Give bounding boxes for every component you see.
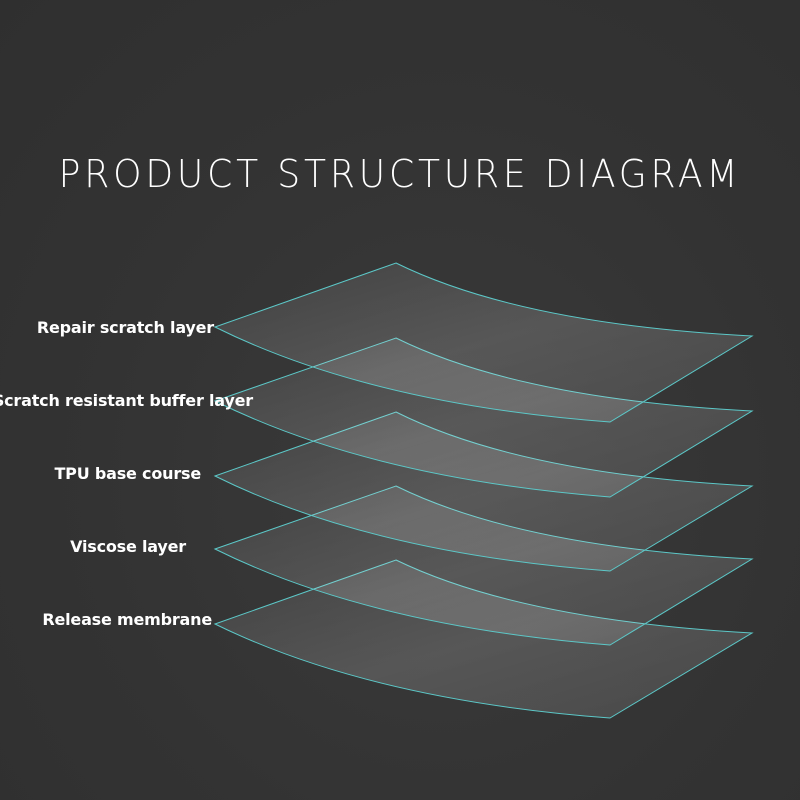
layer-label-viscose: Viscose layer	[70, 537, 186, 556]
sheet-repair-scratch-layer	[213, 262, 754, 423]
layer-label-repair-scratch: Repair scratch layer	[36, 318, 214, 337]
diagram-title: PRODUCT STRUCTURE DIAGRAM	[58, 152, 742, 196]
layer-label-tpu-base-course: TPU base course	[54, 464, 201, 483]
layer-label-release-membrane: Release membrane	[42, 610, 212, 629]
layer-label-scratch-resistant-buffer: Scratch resistant buffer layer	[0, 391, 253, 410]
